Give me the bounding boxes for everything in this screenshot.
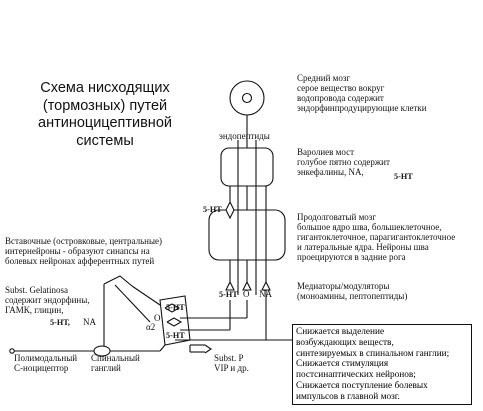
pons-5ht-label: 5-НТ [394,172,413,181]
pons-box [220,147,274,187]
interneuron-triangle [103,275,133,287]
mediator-o-label: O [243,289,250,299]
gelatinosa-label: Subst. Gelatinosa содержит эндорфины, ГА… [5,285,90,316]
synapse-5ht-bottom: 5-НТ [166,331,185,340]
effects-box: Снижается выделение возбуждающих веществ… [292,324,472,406]
synapse-alpha-label: α2 [146,322,156,332]
mediator-na-label: NA [259,289,272,299]
diagram-title: Схема нисходящих (тормозных) путей антин… [38,80,172,150]
midbrain-label: Средний мозг серое вещество вокруг водоп… [297,73,427,114]
medulla-box [208,209,286,261]
endopeptides-label: эндопептиды [219,131,270,141]
synapse-5ht-top: 5-НТ [166,303,185,312]
synapse-o-label: O [154,313,161,323]
interneurons-label: Вставочные (островковые, центральные) ин… [5,236,163,267]
mediators-label: Медиаторы/модуляторы (моноамины, пептопе… [297,281,408,302]
spinal-synapse-block [159,295,191,346]
pons-label: Варолиев мост голубое пятно содержит энк… [297,147,390,178]
medulla-5ht-label: 5-НТ [203,205,222,214]
ganglion-label: Спинальный ганглий [91,353,140,374]
substp-label: Subst. P VIP и др. [214,353,249,374]
gelatinosa-na-label: NA [83,317,96,327]
junction-diamond [225,200,235,220]
midbrain-outer-circle [229,80,265,116]
receptor-label: Полимодальный С-ноцицептор [14,353,78,374]
receptor-circle [9,348,15,354]
midbrain-inner-circle [241,92,253,104]
medulla-label: Продолговатый мозг большое ядро шва, бол… [297,212,456,263]
mediator-5ht-label: 5-НТ [219,290,238,299]
gelatinosa-5ht-label: 5-НТ, [50,318,70,327]
